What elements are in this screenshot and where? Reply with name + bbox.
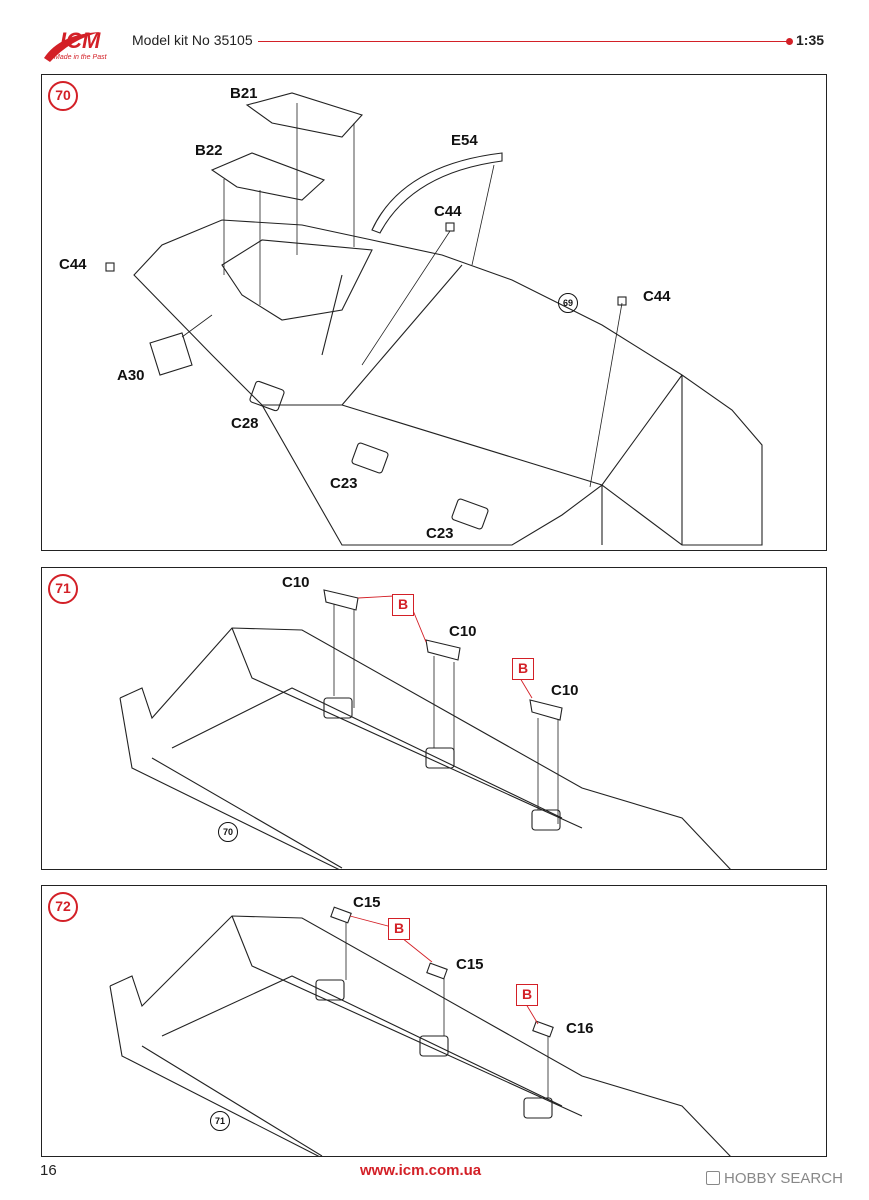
label-c44-right: C44 bbox=[643, 288, 671, 305]
hinge-b bbox=[419, 1035, 449, 1057]
guide-lines bbox=[333, 604, 559, 824]
hinge-c bbox=[531, 809, 561, 831]
c15-b-part bbox=[426, 962, 448, 980]
c23-mid-part bbox=[351, 442, 389, 474]
hatch-frame bbox=[221, 239, 373, 321]
label-c10-b: C10 bbox=[449, 623, 477, 640]
hull-ridge bbox=[262, 264, 683, 486]
c23-low-part bbox=[451, 498, 489, 530]
b-leaders bbox=[357, 595, 533, 699]
hinge-a bbox=[323, 697, 353, 719]
label-c23-mid: C23 bbox=[330, 475, 358, 492]
step-71-drawing bbox=[119, 589, 731, 869]
hobby-search-watermark: HOBBY SEARCH bbox=[706, 1170, 843, 1187]
header-rule-dot bbox=[786, 38, 793, 45]
logo-text: ICM bbox=[60, 28, 101, 53]
logo-swoosh-icon bbox=[44, 32, 100, 62]
guide-lines bbox=[181, 103, 623, 488]
label-c44-left: C44 bbox=[59, 256, 87, 273]
step-72-panel: 72 C15 C15 C16 B B 71 bbox=[41, 885, 827, 1157]
hull-outline bbox=[133, 219, 763, 546]
label-b22: B22 bbox=[195, 142, 223, 159]
a30-part bbox=[149, 332, 193, 376]
step-71-panel: 71 C10 C10 C10 B B 70 bbox=[41, 567, 827, 870]
hinge-b bbox=[425, 747, 455, 769]
b-marker-1: B bbox=[388, 918, 410, 940]
step-72-drawing bbox=[109, 906, 731, 1156]
c44-left-part bbox=[105, 262, 115, 272]
watermark-text: HOBBY SEARCH bbox=[724, 1170, 843, 1187]
label-e54: E54 bbox=[451, 132, 478, 149]
hull-floor-inner bbox=[141, 975, 563, 1156]
c10-a-part bbox=[323, 589, 359, 611]
guide-lines bbox=[345, 922, 549, 1098]
label-c28: C28 bbox=[231, 415, 259, 432]
label-c10-c: C10 bbox=[551, 682, 579, 699]
label-c44-top: C44 bbox=[434, 203, 462, 220]
hull-floor-outline bbox=[119, 627, 731, 869]
c44-top-part bbox=[445, 222, 455, 232]
hinge-c bbox=[523, 1097, 553, 1119]
icm-logo: ICM Made in the Past bbox=[40, 28, 126, 70]
page-number: 16 bbox=[40, 1162, 57, 1179]
kit-scale: 1:35 bbox=[796, 32, 825, 48]
c10-c-part bbox=[529, 699, 563, 721]
step-70-badge: 70 bbox=[48, 81, 78, 111]
label-c10-a: C10 bbox=[282, 574, 310, 591]
b-marker-1: B bbox=[392, 594, 414, 616]
page-header: ICM Made in the Past Model kit No 35105 … bbox=[0, 0, 869, 70]
step-70-drawing bbox=[105, 92, 763, 546]
label-c23-low: C23 bbox=[426, 525, 454, 542]
label-c15-a: C15 bbox=[353, 894, 381, 911]
hull-edge bbox=[601, 375, 683, 545]
ref-step-71: 71 bbox=[210, 1111, 230, 1131]
e54-part bbox=[371, 152, 503, 234]
label-c16: C16 bbox=[566, 1020, 594, 1037]
step-72-badge: 72 bbox=[48, 892, 78, 922]
kit-title: Model kit No 35105 bbox=[132, 32, 253, 48]
logo-tagline: Made in the Past bbox=[54, 54, 107, 61]
c15-a-part bbox=[330, 906, 352, 924]
hull-floor-outline bbox=[109, 915, 731, 1156]
b-marker-2: B bbox=[516, 984, 538, 1006]
label-b21: B21 bbox=[230, 85, 258, 102]
hull-floor-inner bbox=[151, 687, 563, 869]
b21-part bbox=[245, 92, 363, 138]
label-c15-b: C15 bbox=[456, 956, 484, 973]
b-marker-2: B bbox=[512, 658, 534, 680]
step-71-badge: 71 bbox=[48, 574, 78, 604]
watermark-logo-icon bbox=[706, 1171, 720, 1185]
ref-step-70: 70 bbox=[218, 822, 238, 842]
b22-part bbox=[210, 152, 326, 201]
c16-part bbox=[532, 1020, 554, 1038]
step-70-panel: 70 B21 B22 E54 C44 C44 C44 A30 C28 C23 C… bbox=[41, 74, 827, 551]
footer-url: www.icm.com.ua bbox=[360, 1162, 482, 1179]
header-rule bbox=[258, 41, 790, 42]
c28-part bbox=[249, 380, 285, 412]
c10-b-part bbox=[425, 639, 461, 661]
hinge-a bbox=[315, 979, 345, 1001]
ref-step-69: 69 bbox=[558, 293, 578, 313]
label-a30: A30 bbox=[117, 367, 145, 384]
